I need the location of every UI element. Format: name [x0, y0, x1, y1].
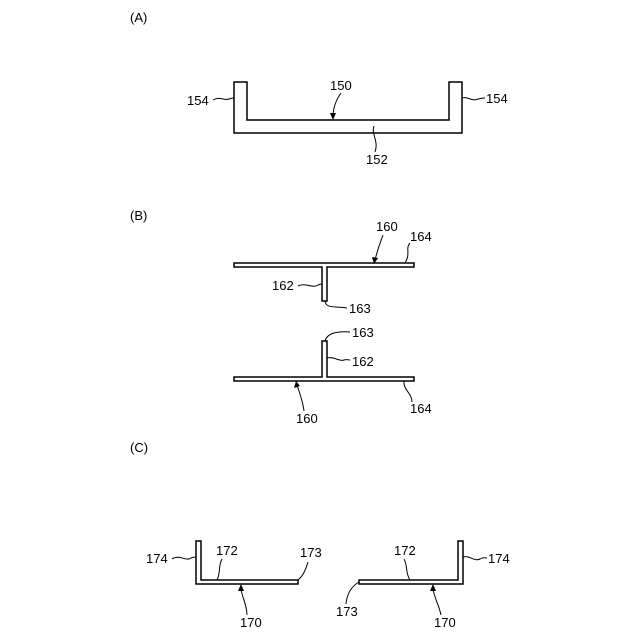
leader-154-right: [462, 98, 485, 100]
panel-a-letter: (A): [130, 10, 147, 25]
label-172-left: 172: [216, 543, 238, 558]
arrowhead-170-left: [238, 584, 244, 591]
panel-b-letter: (B): [130, 208, 147, 223]
leader-160-upper: [375, 235, 383, 260]
panel-c: (C) 174 172 173 170 172 174 173 170: [130, 440, 510, 630]
angle-profile-170-left: [196, 541, 298, 584]
leader-163-upper: [325, 301, 347, 308]
t-profile-160-upper: [234, 263, 414, 301]
leader-170-right: [433, 589, 441, 615]
arrowhead-160-lower: [294, 381, 300, 388]
leader-160-lower: [297, 385, 304, 411]
label-152: 152: [366, 152, 388, 167]
label-173-left: 173: [300, 545, 322, 560]
leader-173-right: [346, 582, 359, 604]
label-154-right: 154: [486, 91, 508, 106]
label-172-right: 172: [394, 543, 416, 558]
label-163-lower: 163: [352, 325, 374, 340]
label-160-upper: 160: [376, 219, 398, 234]
label-174-left: 174: [146, 551, 168, 566]
panel-c-letter: (C): [130, 440, 148, 455]
label-170-right: 170: [434, 615, 456, 630]
label-170-left: 170: [240, 615, 262, 630]
arrowhead-150: [330, 113, 336, 120]
leader-172-right: [404, 559, 410, 580]
panel-a: (A) 150 154 154 152: [130, 10, 508, 167]
arrowhead-170-right: [430, 584, 436, 591]
label-160-lower: 160: [296, 411, 318, 426]
panel-b: (B) 160 164 162 163 163 162 160 164: [130, 208, 432, 426]
leader-173-left: [298, 562, 308, 580]
leader-174-right: [463, 557, 487, 560]
leader-164-lower: [404, 381, 412, 402]
label-163-upper: 163: [349, 301, 371, 316]
label-174-right: 174: [488, 551, 510, 566]
label-164-lower: 164: [410, 401, 432, 416]
leader-164-upper: [405, 243, 410, 263]
leader-163-lower: [325, 332, 350, 341]
label-173-right: 173: [336, 604, 358, 619]
label-150: 150: [330, 78, 352, 93]
label-164-upper: 164: [410, 229, 432, 244]
label-154-left: 154: [187, 93, 209, 108]
leader-170-left: [241, 589, 247, 615]
leader-162-lower: [327, 358, 350, 361]
leader-172-left: [217, 559, 222, 580]
label-162-upper: 162: [272, 278, 294, 293]
leader-154-left: [213, 98, 234, 100]
leader-174-left: [172, 557, 196, 559]
leader-162-upper: [298, 284, 322, 286]
label-162-lower: 162: [352, 354, 374, 369]
t-profile-160-lower: [234, 341, 414, 381]
